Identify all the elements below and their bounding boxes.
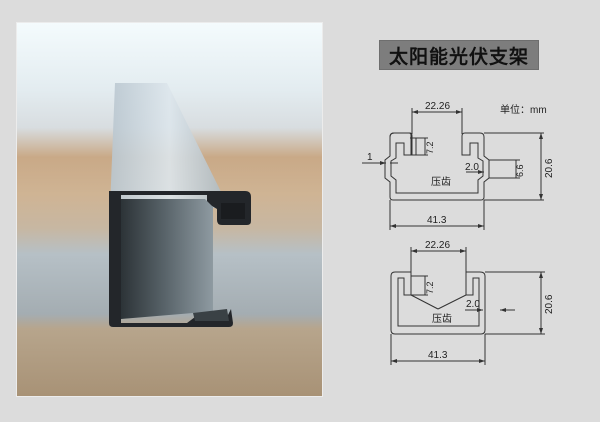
profile-bottom bbox=[390, 247, 545, 365]
dim-lip-depth-top: 7.2 bbox=[425, 141, 435, 154]
dim-lip-depth-bottom: 7.2 bbox=[425, 281, 435, 294]
dim-indent-depth-bottom: 2.0 bbox=[466, 299, 480, 310]
channel-photo-illustration bbox=[17, 23, 322, 396]
dim-height-bottom: 20.6 bbox=[544, 294, 555, 314]
crimp-label-bottom: 压齿 bbox=[432, 313, 452, 325]
unit-label: 单位：mm bbox=[500, 103, 547, 116]
page-title: 太阳能光伏支架 bbox=[388, 45, 529, 68]
dim-height-top: 20.6 bbox=[544, 158, 555, 178]
dim-slot-width-bottom: 22.26 bbox=[425, 240, 450, 251]
profile-top bbox=[362, 108, 544, 230]
dim-slot-width-top: 22.26 bbox=[425, 101, 450, 112]
dim-width-top: 41.3 bbox=[427, 215, 447, 226]
dim-wall-thickness: 1 bbox=[367, 152, 373, 163]
crimp-label-top: 压齿 bbox=[431, 176, 451, 188]
technical-drawing: 单位：mm 22.26 7.2 1 2.0 6.6 20.6 压齿 41.3 2… bbox=[362, 101, 555, 365]
title-banner: 太阳能光伏支架 bbox=[379, 40, 539, 70]
dim-indent-depth-top: 2.0 bbox=[465, 162, 479, 173]
product-photo bbox=[17, 23, 322, 396]
dim-width-bottom: 41.3 bbox=[428, 350, 448, 361]
dim-indent-height: 6.6 bbox=[515, 164, 525, 177]
